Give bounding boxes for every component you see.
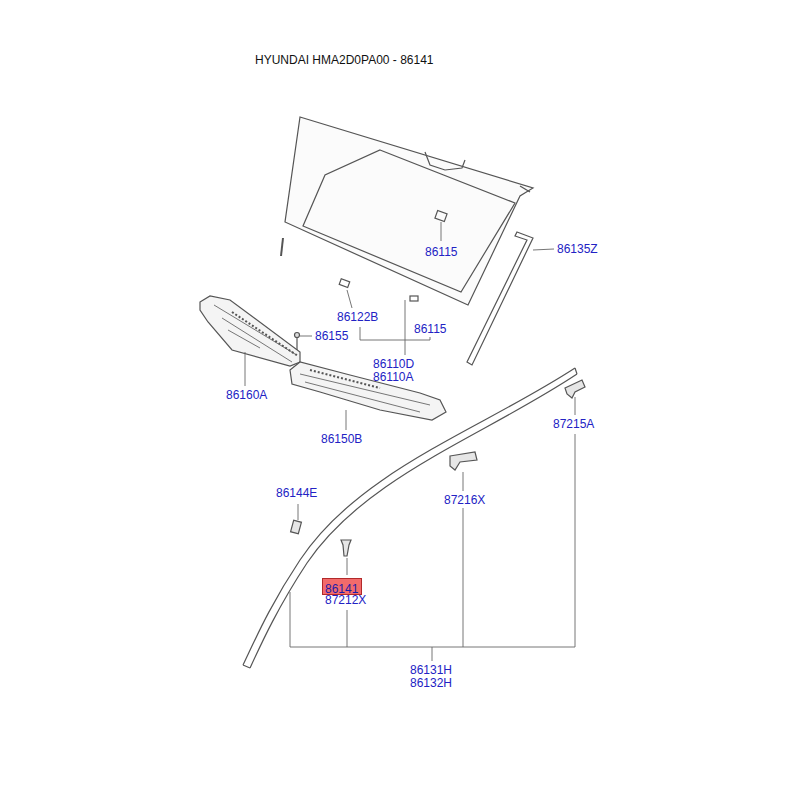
highlighted-part: 86141 bbox=[322, 578, 362, 595]
part-number: 86135Z bbox=[557, 243, 598, 256]
part-number: 86115 bbox=[414, 323, 446, 336]
part-number: 86110D bbox=[373, 358, 414, 371]
diagram-title: HYUNDAI HMA2D0PA00 - 86141 bbox=[255, 54, 434, 67]
part-number: 86144E bbox=[276, 487, 317, 500]
part-number: 87216X bbox=[444, 494, 485, 507]
part-number: 86160A bbox=[226, 389, 267, 402]
part-number: 87215A bbox=[553, 418, 594, 431]
part-number: 86150B bbox=[321, 433, 362, 446]
part-number: 86132H bbox=[410, 677, 452, 690]
part-number: 86110A bbox=[373, 371, 413, 384]
part-number: 86141 bbox=[323, 582, 360, 597]
part-number: 86131H bbox=[410, 664, 452, 677]
part-number: 86155 bbox=[315, 330, 348, 343]
part-number: 86122B bbox=[337, 311, 378, 324]
part-number: 86115 bbox=[425, 246, 457, 259]
leader-lines bbox=[245, 222, 575, 661]
